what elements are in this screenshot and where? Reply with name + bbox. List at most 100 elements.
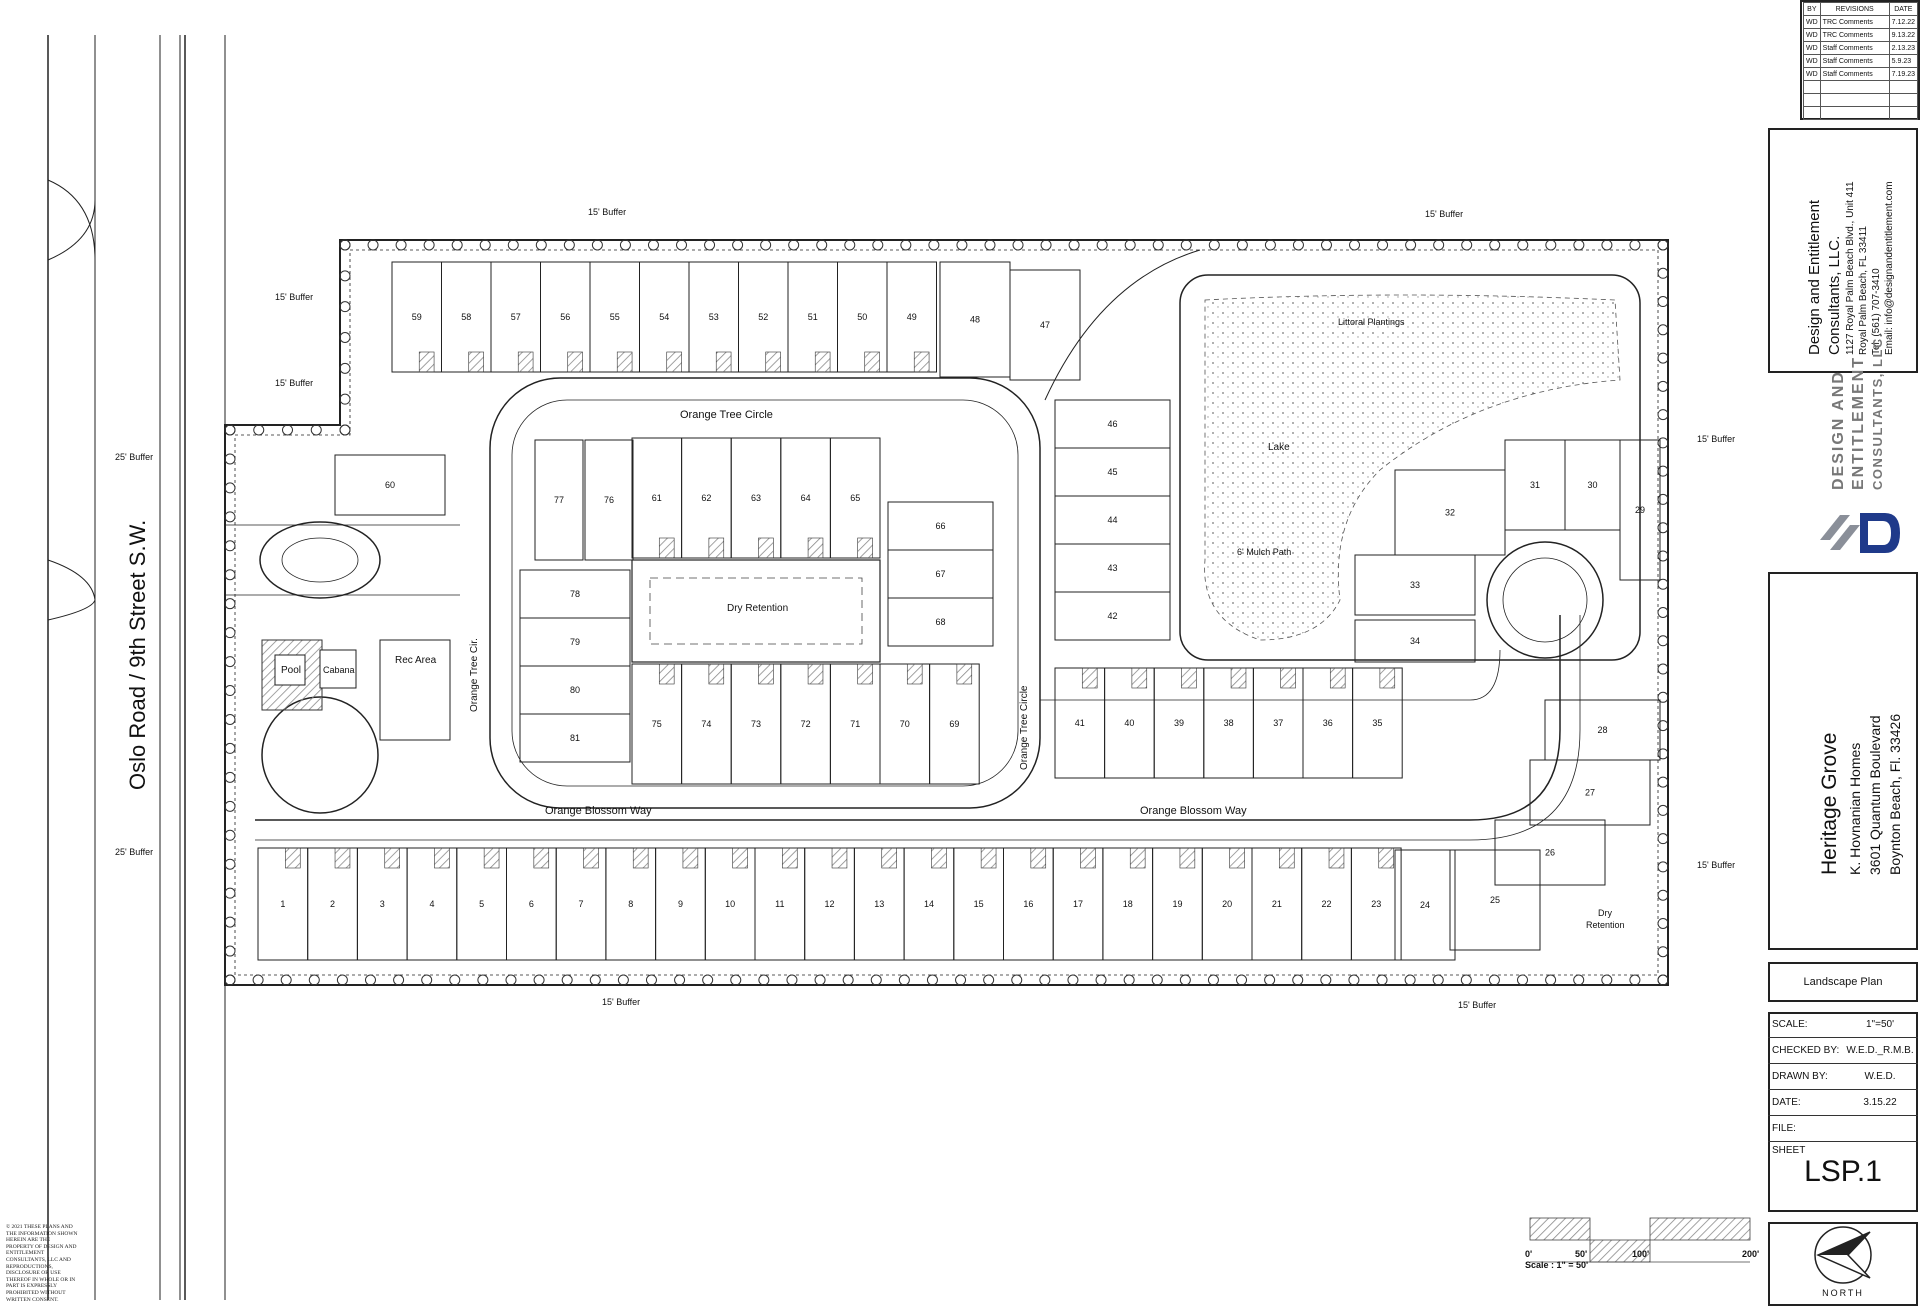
driveway [1279,847,1295,869]
lot-number: 16 [1023,899,1033,909]
buffer-tree [1067,974,1079,986]
lot-number: 58 [461,312,471,322]
lot-number: 1 [280,899,285,909]
driveway [483,847,500,869]
lot-number: 29 [1635,505,1645,515]
lot-number: 47 [1040,320,1050,330]
buffer-tree [1292,974,1304,986]
driveway [758,663,774,685]
buffer-tree [1151,974,1163,986]
buffer-tree [589,974,601,986]
lot-number: 72 [801,719,811,729]
driveway [807,537,824,559]
buffer-tree [224,916,236,928]
buffer-tree [1657,296,1669,308]
dry-retention-label: Dry Retention [727,603,788,614]
checked-label: CHECKED BY: [1772,1045,1840,1056]
lot-number: 66 [935,521,945,531]
buffer-tree [1657,691,1669,703]
driveway [468,351,484,373]
buffer-tree [1657,889,1669,901]
lot-outline [1529,759,1651,826]
lot-outline [1619,439,1661,581]
buffer-tree [505,974,517,986]
lot-outline [534,439,584,561]
file-row: FILE: [1768,1116,1918,1142]
file-label: FILE: [1772,1123,1796,1134]
buffer-tree [956,239,968,251]
lot-number: 80 [570,685,580,695]
buffer-tree [224,598,236,610]
lot-number: 31 [1530,480,1540,490]
lot-number: 2 [330,899,335,909]
driveway [765,351,781,373]
driveway [616,351,633,373]
lot-number: 22 [1322,899,1332,909]
driveway [434,847,450,869]
firm-name-2: Consultants, LLC. [1826,235,1843,355]
driveway [1379,667,1396,689]
lot-number: 38 [1224,718,1234,728]
buffer-tree [308,974,320,986]
rec-area-label: Rec Area [395,655,437,666]
lot-number: 79 [570,637,580,647]
driveway [732,847,748,869]
buffer-tree [339,424,351,436]
lot-number: 81 [570,733,580,743]
buffer-tree [1207,974,1219,986]
street-orange-blossom-way-1: Orange Blossom Way [545,805,652,817]
driveway [583,847,599,869]
buffer-tree [1349,239,1361,251]
lot-number: 5 [479,899,484,909]
buffer-tree [676,239,688,251]
buffer-tree [1629,239,1641,251]
buffer-tree [1573,239,1585,251]
buffer-tree [1068,239,1080,251]
buffer-tree [617,974,629,986]
buffer-tree [1096,239,1108,251]
scale-tick-100: 100' [1632,1249,1649,1259]
lot-number: 57 [511,312,521,322]
buffer-tree [1657,635,1669,647]
lot-outline [1494,819,1606,886]
lot-number: 36 [1323,718,1333,728]
driveway [980,847,997,869]
project-address: 3601 Quantum Boulevard [1867,715,1883,875]
driveway [1179,847,1196,869]
lot-number: 26 [1545,848,1555,858]
buffer-top-right: 15' Buffer [1425,209,1463,219]
buffer-trees [224,239,1669,986]
lot-number: 77 [554,495,564,505]
firm-name-1: Design and Entitlement [1806,199,1823,355]
lot-outline [829,437,881,559]
lot-number: 61 [652,493,662,503]
buffer-tree [1657,550,1669,562]
buffer-tree [732,239,744,251]
buffer-right-1: 15' Buffer [1697,434,1735,444]
buffer-tree [983,974,995,986]
firm-box [1768,128,1918,373]
site-plan: Oslo Road / 9th Street S.W. Orange Tree … [47,35,1759,1300]
scale-tick-200: 200' [1742,1249,1759,1259]
buffer-left-2: 15' Buffer [275,378,313,388]
lot-number: 59 [412,312,422,322]
buffer-tree [1039,974,1051,986]
street-main-road: Oslo Road / 9th Street S.W. [125,520,150,790]
lot-number: 25 [1490,895,1500,905]
lot-outline [1352,667,1403,779]
buffer-tree [1601,239,1613,251]
buffer-tree [1489,239,1501,251]
buffer-tree [224,800,236,812]
lot-number: 24 [1420,900,1430,910]
buffer-tree [449,974,461,986]
driveway [1080,847,1096,869]
buffer-tree [1011,974,1023,986]
lot-number: 76 [604,495,614,505]
driveway [881,847,897,869]
buffer-tree [561,974,573,986]
sheet-type-box: Landscape Plan [1768,962,1918,1002]
driveway [334,847,351,869]
lot-number: 53 [709,312,719,322]
lot-number: 19 [1172,899,1182,909]
driveway [285,847,301,869]
